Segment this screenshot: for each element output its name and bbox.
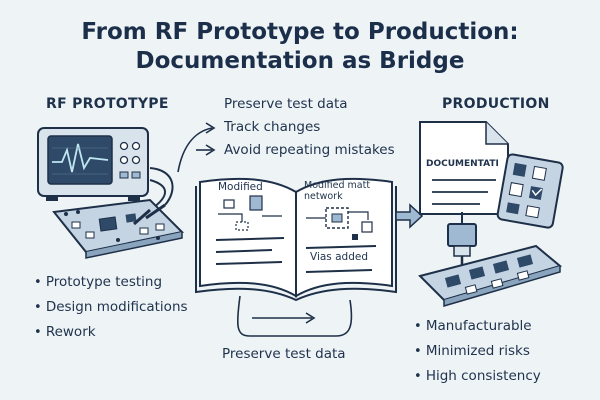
title-line-1: From RF Prototype to Production: [81, 19, 519, 45]
book-left-page-label: Modified [218, 181, 263, 193]
production-bullet-list: Manufacturable Minimized risks High cons… [414, 314, 541, 389]
page-title: From RF Prototype to Production: Documen… [0, 18, 600, 76]
production-document-icon [419, 121, 509, 215]
track-changes-label: Track changes [224, 119, 321, 135]
list-item: Minimized risks [414, 339, 541, 364]
book-right-page-label-1: Modified matt [304, 180, 371, 191]
book-right-page-label-2: network [304, 191, 343, 202]
oscilloscope-icon [37, 127, 149, 201]
list-item: Manufacturable [414, 314, 541, 339]
list-item: Design modifications [34, 295, 188, 320]
prototype-heading: RF PROTOTYPE [46, 96, 169, 112]
list-item: Prototype testing [34, 270, 188, 295]
pick-and-place-icon [447, 212, 477, 270]
production-pcb-icon [496, 153, 564, 229]
avoid-mistakes-label: Avoid repeating mistakes [224, 142, 395, 158]
preserve-test-data-label: Preserve test data [224, 96, 348, 112]
documentation-label: DOCUMENTATI [426, 159, 499, 169]
prototype-pcb-icon [52, 198, 185, 259]
prototype-bullet-list: Prototype testing Design modifications R… [34, 270, 188, 345]
vias-added-label: Vias added [310, 251, 369, 263]
production-panel-icon [418, 244, 563, 308]
list-item: High consistency [414, 364, 541, 389]
title-line-2: Documentation as Bridge [135, 48, 465, 74]
production-heading: PRODUCTION [442, 96, 550, 112]
bottom-preserve-test-data-label: Preserve test data [222, 346, 346, 362]
documentation-book-icon [195, 177, 397, 302]
list-item: Rework [34, 320, 188, 345]
